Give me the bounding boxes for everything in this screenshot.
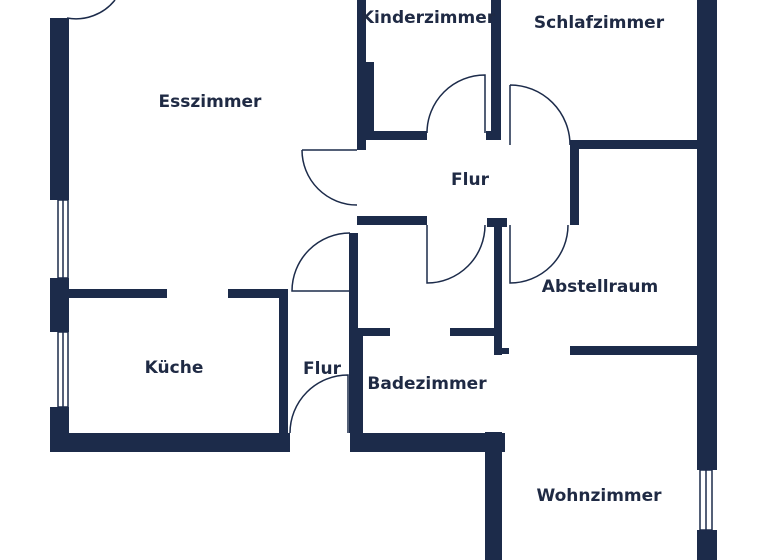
wall-abstell-bottom	[570, 346, 700, 355]
wall-kinder-schlaf	[491, 0, 501, 140]
door-kinder	[426, 74, 486, 134]
wall-kitchen-top-left	[69, 289, 167, 298]
wall-right-upper	[697, 0, 717, 470]
wall-wohn-left	[485, 432, 502, 560]
door-lower-hall-bottom	[289, 374, 349, 434]
wall-dining-right-upper	[357, 0, 366, 150]
wall-kitchen-top-right	[228, 289, 288, 298]
label-kueche: Küche	[145, 358, 204, 378]
wall-flur-bottom-left	[357, 216, 427, 225]
wall-bath-right	[494, 225, 502, 355]
walls	[50, 0, 717, 560]
wall-kinder-bottom-left	[357, 131, 427, 140]
wall-bath-left	[349, 377, 358, 433]
wall-lower-hall-right	[349, 233, 358, 433]
wall-left-middle	[50, 278, 69, 332]
door-abstell	[509, 224, 569, 284]
room-labels: Esszimmer Kinderzimmer Schlafzimmer Flur…	[145, 8, 665, 506]
wall-bath-top-left	[357, 328, 390, 336]
label-schlafzimmer: Schlafzimmer	[534, 13, 665, 33]
door-bath-hall	[426, 224, 486, 284]
door-top-left	[66, 0, 116, 20]
wall-left-upper	[50, 18, 69, 200]
wall-bath-frame	[357, 336, 363, 436]
wall-stub	[499, 348, 509, 354]
wall-right-lower	[697, 530, 717, 560]
label-esszimmer: Esszimmer	[159, 92, 263, 112]
door-lower-hall-top	[291, 232, 351, 292]
wall-flur-right	[570, 145, 579, 225]
wall-schlaf-bottom	[570, 140, 700, 149]
windows	[57, 199, 713, 531]
label-flur-oben: Flur	[451, 170, 490, 190]
label-badezimmer: Badezimmer	[367, 374, 487, 394]
door-schlaf	[509, 84, 571, 146]
label-flur-unten: Flur	[303, 359, 342, 379]
wall-kitchen-right	[279, 289, 288, 439]
wall-bath-top-right	[450, 328, 502, 336]
wall-bottom-middle	[350, 433, 505, 452]
label-kinderzimmer: Kinderzimmer	[361, 8, 496, 28]
label-wohnzimmer: Wohnzimmer	[536, 486, 662, 506]
wall-flur-bottom-right	[487, 218, 507, 227]
door-dining	[301, 149, 358, 206]
label-abstellraum: Abstellraum	[542, 277, 658, 297]
doors	[66, 0, 571, 434]
wall-bottom-left	[50, 433, 290, 452]
wall-dining-right-thick	[364, 62, 374, 132]
